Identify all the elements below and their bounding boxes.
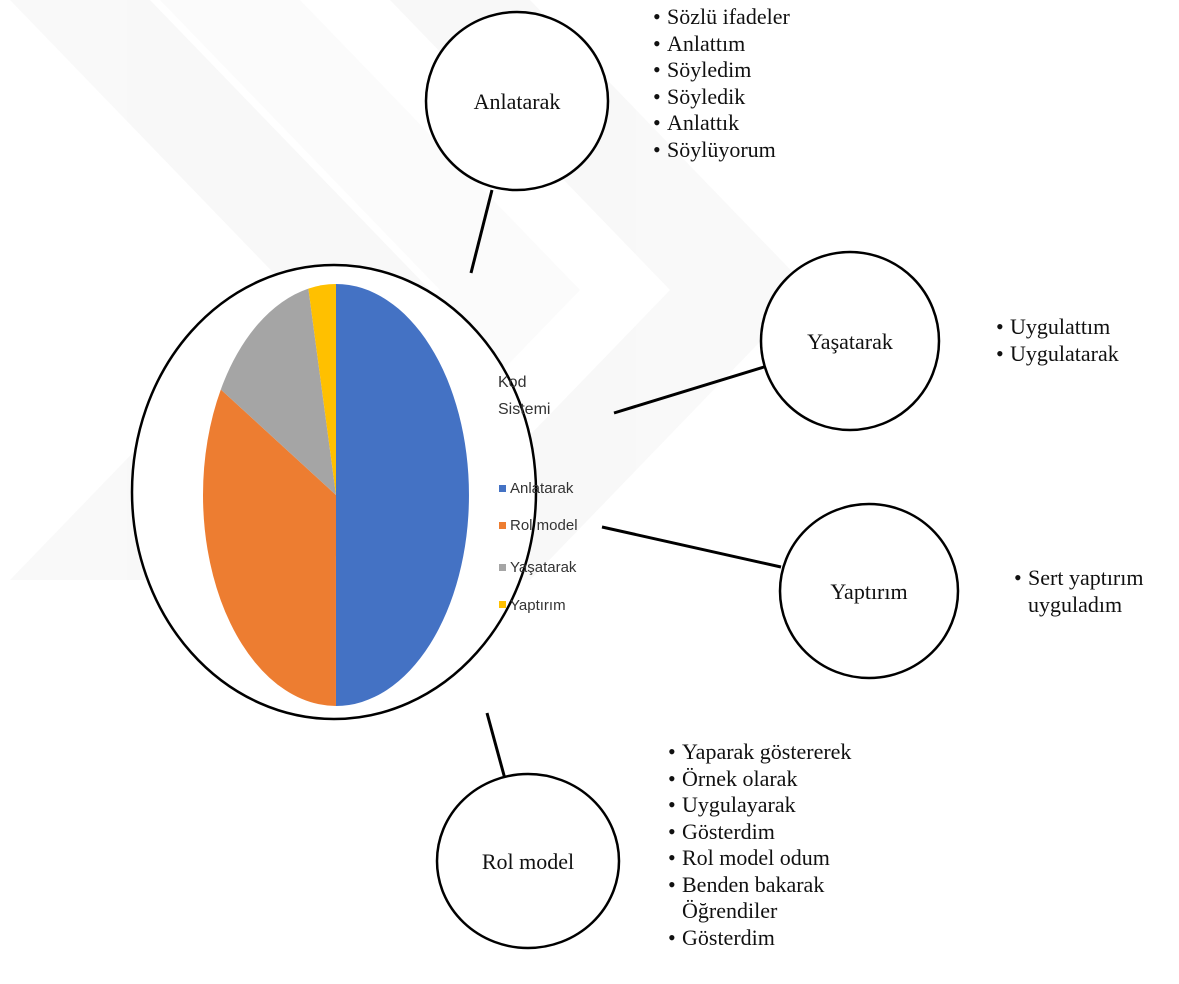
list-item-line: Benden bakarak (682, 871, 825, 897)
connector-yaptirim (601, 525, 782, 569)
pie-slice-rol-model (202, 389, 336, 706)
list-rolmodel: Yaparak göstererekÖrnek olarakUygulayara… (668, 739, 851, 952)
connectors (469, 189, 782, 780)
list-item: Örnek olarak (668, 766, 851, 793)
list-item: Sözlü ifadeler (653, 4, 790, 31)
list-item: Uygulattım (996, 314, 1119, 341)
node-yaptirim-circle (778, 502, 960, 680)
list-item: Söyledik (653, 84, 790, 111)
list-item: Yaparak göstererek (668, 739, 851, 766)
list-item: Uygulayarak (668, 792, 851, 819)
node-anlatarak: Anlatarak (424, 10, 610, 192)
node-rolmodel-circle (435, 772, 621, 950)
list-anlatarak: Sözlü ifadelerAnlattımSöyledimSöyledikAn… (653, 4, 790, 164)
list-item: Söylüyorum (653, 137, 790, 164)
legend-label-yaptirim: Yaptırım (510, 597, 566, 614)
node-yaptirim: Yaptırım (778, 502, 960, 680)
list-item: Gösterdim (668, 925, 851, 952)
legend-swatch-yasatarak (499, 564, 506, 571)
node-rolmodel: Rol model (435, 772, 621, 950)
node-yaptirim-label: Yaptırım (830, 579, 907, 604)
node-anlatarak-label: Anlatarak (474, 89, 561, 114)
node-rolmodel-label: Rol model (482, 849, 574, 874)
legend-swatch-rolmodel (499, 522, 506, 529)
list-item: Uygulatarak (996, 341, 1119, 368)
list-item-line: Sert yaptırım (1028, 565, 1144, 590)
list-item: Anlattık (653, 110, 790, 137)
node-yasatarak: Yaşatarak (759, 250, 941, 432)
legend-title-line1: Kod (498, 374, 526, 391)
list-item-line: uyguladım (1028, 591, 1123, 617)
connector-anlatarak (469, 189, 494, 274)
legend-label-yasatarak: Yaşatarak (510, 559, 577, 576)
pie-slice-yapt-r-m (308, 284, 336, 495)
node-yasatarak-circle (759, 250, 941, 432)
pie-slice-ya-atarak (220, 288, 336, 495)
list-item-line: Öğrendiler (682, 898, 778, 923)
connector-yasatarak (613, 365, 765, 415)
legend-swatch-anlatarak (499, 485, 506, 492)
node-yasatarak-label: Yaşatarak (807, 329, 893, 354)
node-anlatarak-circle (424, 10, 610, 192)
list-item: Söyledim (653, 57, 790, 84)
list-item: Anlattım (653, 31, 790, 58)
pie-legend: Kod Sistemi Anlatarak Rol model Yaşatara… (498, 374, 578, 614)
list-item: Rol model odum (668, 845, 851, 872)
list-yasatarak: UygulattımUygulatarak (996, 314, 1119, 368)
list-item: Gösterdim (668, 819, 851, 846)
connector-rolmodel (485, 712, 507, 780)
legend-label-rolmodel: Rol model (510, 517, 578, 534)
legend-title-line2: Sistemi (498, 401, 550, 418)
pie-slice-anlatarak (335, 284, 469, 707)
pie-chart (202, 284, 469, 707)
legend-label-anlatarak: Anlatarak (510, 480, 574, 497)
legend-swatch-yaptirim (499, 601, 506, 608)
